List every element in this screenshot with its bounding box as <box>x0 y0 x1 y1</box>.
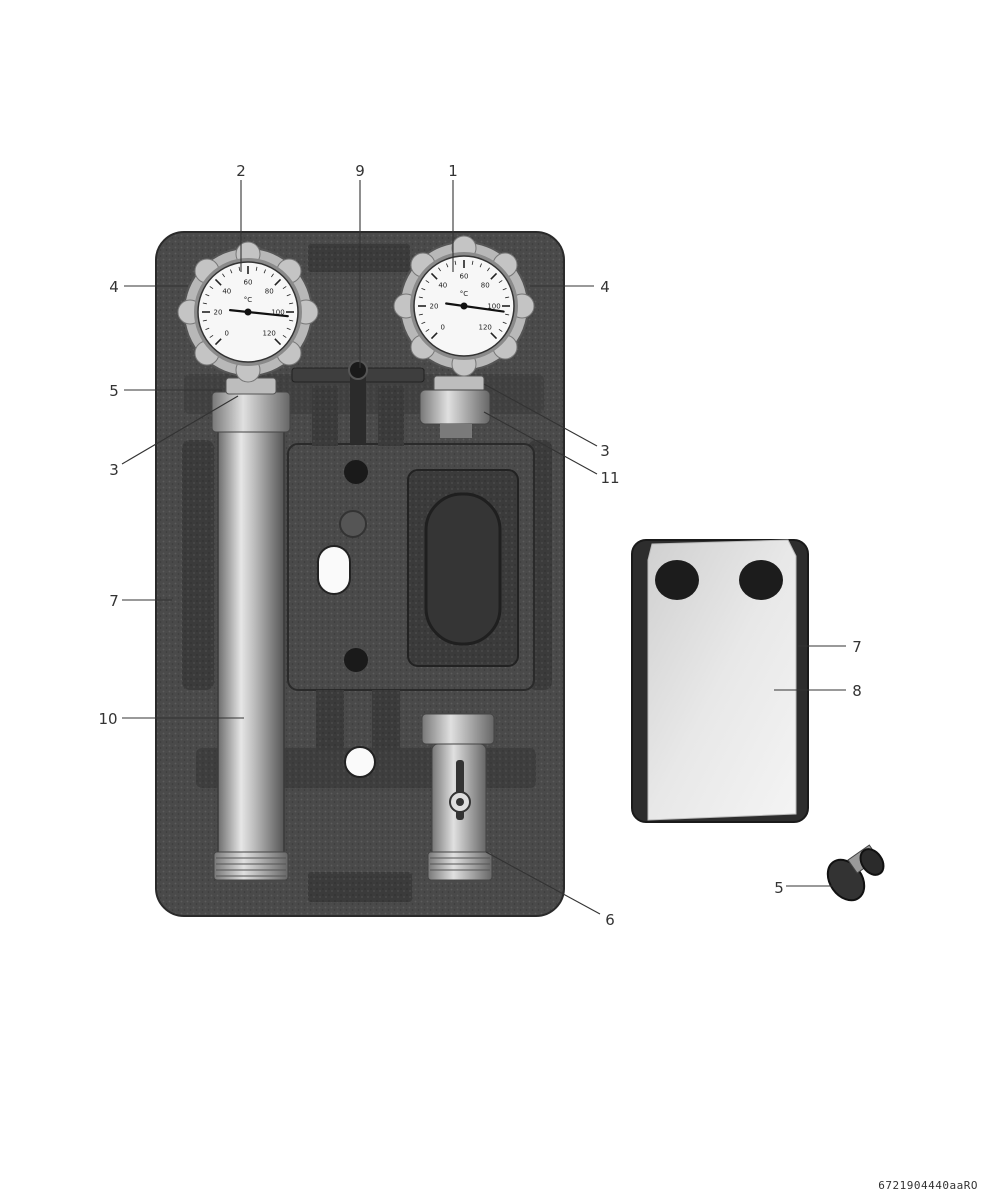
gauge-tick <box>498 329 503 332</box>
fitting-right <box>419 375 491 438</box>
gauge-tick <box>438 267 441 272</box>
gauge-tick <box>289 302 294 305</box>
callout-5-right: 5 <box>774 879 784 897</box>
gauge-scale-label: 0 <box>441 324 445 332</box>
callout-2: 2 <box>236 162 246 180</box>
gauge-tick <box>421 321 426 324</box>
callout-3-left: 3 <box>109 461 119 479</box>
gauge-tick <box>454 260 457 265</box>
gauge-tick <box>222 273 225 278</box>
gauge-tick <box>209 335 214 338</box>
document-code: 6721904440aaRO <box>878 1179 978 1192</box>
gauge-tick <box>263 269 266 274</box>
thermometer-right: 0 20 40 60 80 100 120 °C <box>393 235 535 377</box>
callout-7-left: 7 <box>109 592 119 610</box>
gauge-scale-label: 120 <box>263 330 276 338</box>
gauge-tick <box>479 263 482 268</box>
gauge-tick <box>498 280 503 283</box>
gauge-tick <box>202 302 207 305</box>
gauge-tick <box>230 269 233 274</box>
front-cover <box>631 539 809 823</box>
gauge-tick <box>430 272 438 280</box>
gauge-hub <box>460 302 468 310</box>
gauge-unit-label: °C <box>460 290 469 298</box>
gauge-scale-label: 40 <box>222 287 231 295</box>
callout-3-right: 3 <box>600 442 610 460</box>
gauge-tick <box>446 263 449 268</box>
gauge-tick <box>418 313 423 316</box>
gauge-scale-label: 100 <box>487 303 500 311</box>
gauge-tick <box>286 294 291 297</box>
callout-10: 10 <box>98 710 117 728</box>
callout-11: 11 <box>600 469 619 487</box>
callout-4-left: 4 <box>109 278 119 296</box>
gauge-scale-label: 80 <box>265 287 274 295</box>
callout-6: 6 <box>605 911 615 929</box>
gauge-scale-label: 0 <box>225 330 229 338</box>
gauge-scale-label: 100 <box>271 309 284 317</box>
gauge-tick <box>502 288 507 291</box>
gauge-tick <box>282 286 287 289</box>
gauge-tick <box>282 335 287 338</box>
gauge-scale-label: 40 <box>438 281 447 289</box>
gauge-tick <box>202 319 207 322</box>
gauge-tick <box>274 338 282 346</box>
gauge-tick <box>289 319 294 322</box>
gauge-scale-label: 80 <box>481 281 490 289</box>
gauge-tick <box>505 313 510 316</box>
gauge-tick <box>425 280 430 283</box>
thermometer-left: 0 20 40 60 80 100 120 °C <box>177 241 319 383</box>
pipe-left <box>211 377 291 881</box>
gauge-tick <box>274 278 282 286</box>
leader-lines <box>121 180 846 915</box>
gauge-tick <box>487 267 490 272</box>
gauge-hub <box>244 308 252 316</box>
ball-valve <box>421 713 495 881</box>
loose-part-5 <box>826 844 885 902</box>
callout-4-right: 4 <box>600 278 610 296</box>
gauge-tick <box>214 338 222 346</box>
gauge-scale-label: 20 <box>430 303 439 311</box>
gauge-tick <box>471 260 474 265</box>
gauge-tick <box>430 332 438 340</box>
callout-7-right: 7 <box>852 638 862 656</box>
gauge-tick <box>205 327 210 330</box>
gauge-tick <box>271 273 274 278</box>
top-connector <box>291 360 425 444</box>
callout-8: 8 <box>852 682 862 700</box>
gauge-tick <box>502 321 507 324</box>
gauge-needle <box>228 309 289 318</box>
callout-1: 1 <box>448 162 458 180</box>
gauge-scale-label: 60 <box>244 279 253 287</box>
gauge-tick <box>418 296 423 299</box>
gauge-needle <box>445 302 505 313</box>
gauge-scale-label: 60 <box>460 273 469 281</box>
gauge-tick <box>505 296 510 299</box>
gauge-unit-label: °C <box>244 296 253 304</box>
callout-9: 9 <box>355 162 365 180</box>
gauge-tick <box>490 272 498 280</box>
gauge-tick <box>425 329 430 332</box>
callout-labels: 1 2 9 4 4 5 3 3 11 7 10 6 7 8 5 <box>98 162 861 929</box>
gauge-tick <box>286 327 291 330</box>
gauge-tick <box>214 278 222 286</box>
gauge-tick <box>238 266 241 271</box>
gauge-scale-label: 120 <box>479 324 492 332</box>
gauge-tick <box>255 266 258 271</box>
callout-5-left: 5 <box>109 382 119 400</box>
gauge-tick <box>205 294 210 297</box>
gauge-tick <box>421 288 426 291</box>
gauge-scale-label: 20 <box>214 309 223 317</box>
gauge-tick <box>490 332 498 340</box>
gauge-tick <box>209 286 214 289</box>
